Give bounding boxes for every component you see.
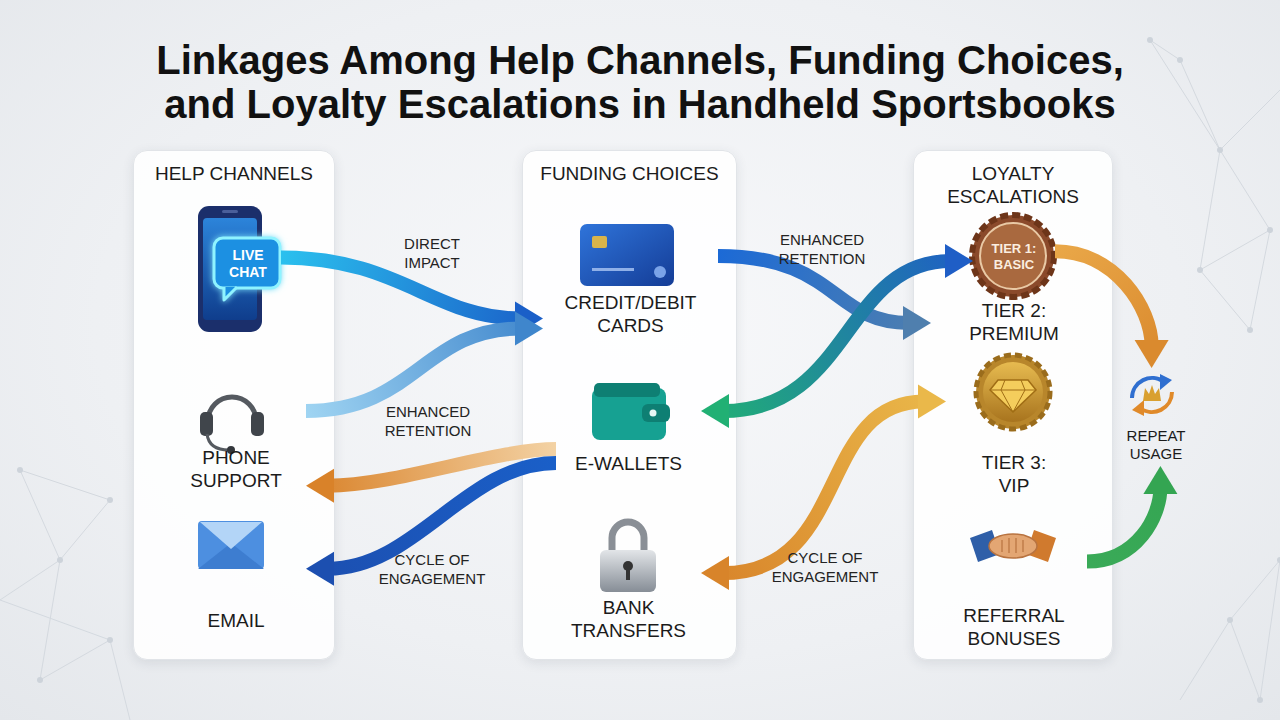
node-label: REPEAT USAGE (1116, 427, 1196, 463)
node-label: REFERRAL BONUSES (949, 605, 1079, 651)
node-label: CREDIT/DEBIT CARDS (551, 292, 711, 338)
funding-item: E-WALLETS (556, 379, 701, 479)
connector-arrow (306, 312, 543, 411)
repeat-cycle-icon (1132, 374, 1172, 416)
tier-item: TIER 3: VIP (946, 359, 1082, 501)
connector-ribbon (723, 402, 924, 573)
node-label: PHONE SUPPORT (166, 447, 306, 493)
connector-arrow (306, 449, 556, 503)
node-label: TIER 3: VIP (974, 452, 1054, 498)
funding-item: CREDIT/DEBIT CARDS (543, 216, 718, 341)
node-label: E-WALLETS (559, 453, 699, 476)
edge-label: CYCLE OF ENGAGEMENT (357, 551, 507, 589)
network-lines (0, 40, 1280, 720)
connector-arrow (701, 385, 946, 590)
node-label: LIVE CHAT (220, 247, 276, 281)
edge-label: ENHANCED RETENTION (363, 403, 493, 441)
outcome-item: REPEAT USAGE (1112, 368, 1200, 466)
column-heading: LOYALTY ESCALATIONS (933, 163, 1093, 209)
connector-arrow (718, 256, 931, 340)
funding-item: BANK TRANSFERS (556, 511, 701, 646)
arrow-head (1135, 340, 1169, 368)
column-heading: FUNDING CHOICES (535, 163, 725, 186)
connector-ribbon (306, 329, 521, 411)
loyalty-item: REFERRAL BONUSES (941, 516, 1087, 654)
chat-bubble: LIVE CHAT (215, 239, 281, 289)
column-panel: LOYALTY ESCALATIONS TIER 1: BASIC TIER 2: … (913, 150, 1113, 660)
node-label: EMAIL (166, 610, 306, 633)
diagram-title: Linkages Among Help Channels, Funding Ch… (135, 38, 1145, 126)
network-dots (17, 37, 1280, 703)
channel-item: EMAIL (166, 516, 306, 636)
column-panel: HELP CHANNELS LIVE CHAT PHONE SUPPORT EMAIL (133, 150, 335, 660)
column-heading: HELP CHANNELS (144, 163, 324, 186)
column-panel: FUNDING CHOICES CREDIT/DEBIT CARDS E-WALLE… (522, 150, 737, 660)
tier-badge: TIER 1: BASIC (973, 216, 1055, 298)
edge-label: DIRECT IMPACT (382, 235, 482, 273)
node-label: TIER 2: PREMIUM (959, 300, 1069, 346)
node-label: BANK TRANSFERS (564, 597, 694, 643)
node-label: TIER 1: BASIC (984, 241, 1044, 272)
edge-label: CYCLE OF ENGAGEMENT (750, 549, 900, 587)
edge-label: ENHANCED RETENTION (757, 231, 887, 269)
tier-item: TIER 2: PREMIUM (931, 299, 1097, 347)
channel-item: PHONE SUPPORT (166, 381, 306, 496)
arrow-head (1143, 466, 1177, 494)
